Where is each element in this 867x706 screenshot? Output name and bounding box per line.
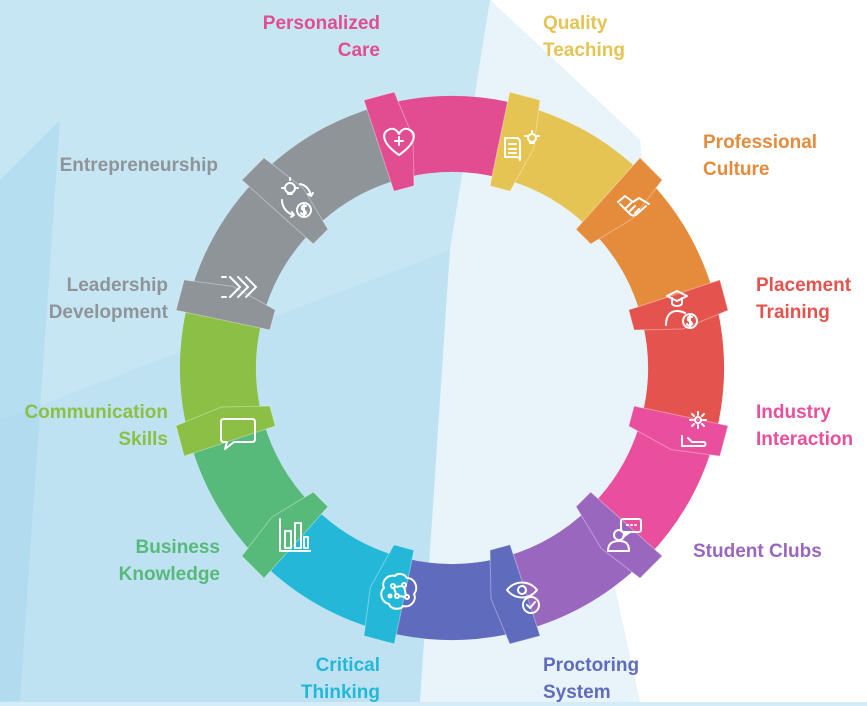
speech-bubble-icon <box>220 418 256 450</box>
label-line: Thinking <box>300 682 380 703</box>
label-line: Industry <box>756 402 831 423</box>
bar-chart-icon <box>279 518 311 552</box>
connector-student-clubs <box>575 491 663 579</box>
label-line: Critical <box>315 655 380 676</box>
label-line: Personalized <box>262 13 380 34</box>
label-industry-interaction: Industry Interaction <box>756 399 866 453</box>
label-placement-training: Placement Training <box>756 272 866 326</box>
label-personalized-care: Personalized Care <box>250 10 380 64</box>
connector-proctoring-system <box>489 544 541 645</box>
label-line: Student Clubs <box>693 541 822 562</box>
segment-placement-training <box>642 302 724 434</box>
label-line: Entrepreneurship <box>59 155 218 176</box>
ring-icons <box>220 127 707 614</box>
chevrons-right-icon <box>221 276 257 298</box>
connector-entrepreneurship <box>241 157 329 245</box>
graduate-coin-icon <box>665 290 698 329</box>
label-critical-thinking: Critical Thinking <box>250 652 380 706</box>
connector-personalized-care <box>363 91 415 192</box>
connector-quality-teaching <box>489 91 541 192</box>
label-quality-teaching: Quality Teaching <box>543 10 663 64</box>
label-line: Training <box>756 302 830 323</box>
segment-proctoring-system <box>386 558 518 640</box>
label-line: Skills <box>118 429 168 450</box>
label-line: Development <box>48 302 168 323</box>
gear-hand-icon <box>681 411 707 447</box>
label-line: Interaction <box>756 429 854 450</box>
label-student-clubs: Student Clubs <box>693 538 853 565</box>
label-entrepreneurship: Entrepreneurship <box>20 152 218 179</box>
label-line: Quality <box>543 13 608 34</box>
label-leadership-development: Leadership Development <box>20 272 168 326</box>
label-communication-skills: Communication Skills <box>0 399 168 453</box>
label-business-knowledge: Business Knowledge <box>60 534 220 588</box>
label-professional-culture: Professional Culture <box>703 129 853 183</box>
label-line: Leadership <box>66 275 168 296</box>
label-line: Care <box>337 40 380 61</box>
book-lightbulb-icon <box>504 130 540 161</box>
label-line: Communication <box>24 402 168 423</box>
label-line: Business <box>135 537 220 558</box>
person-chat-icon <box>607 518 642 552</box>
idea-cycle-icon <box>281 177 314 218</box>
eye-check-icon <box>506 581 540 614</box>
label-line: Proctoring <box>543 655 640 676</box>
label-line: Professional <box>703 132 818 153</box>
heart-plus-icon <box>383 127 415 156</box>
segment-communication-skills <box>180 302 262 434</box>
label-proctoring-system: Proctoring System <box>543 652 663 706</box>
label-line: Placement <box>756 275 852 296</box>
label-line: Teaching <box>543 40 625 61</box>
handshake-icon <box>617 195 650 217</box>
brain-network-icon <box>380 572 418 610</box>
label-line: Knowledge <box>118 564 220 585</box>
ring-segments <box>175 91 729 645</box>
connector-industry-interaction <box>628 405 729 457</box>
segment-personalized-care <box>386 96 518 178</box>
label-line: Culture <box>703 159 770 180</box>
label-line: System <box>543 682 611 703</box>
connector-leadership-development <box>175 279 276 331</box>
